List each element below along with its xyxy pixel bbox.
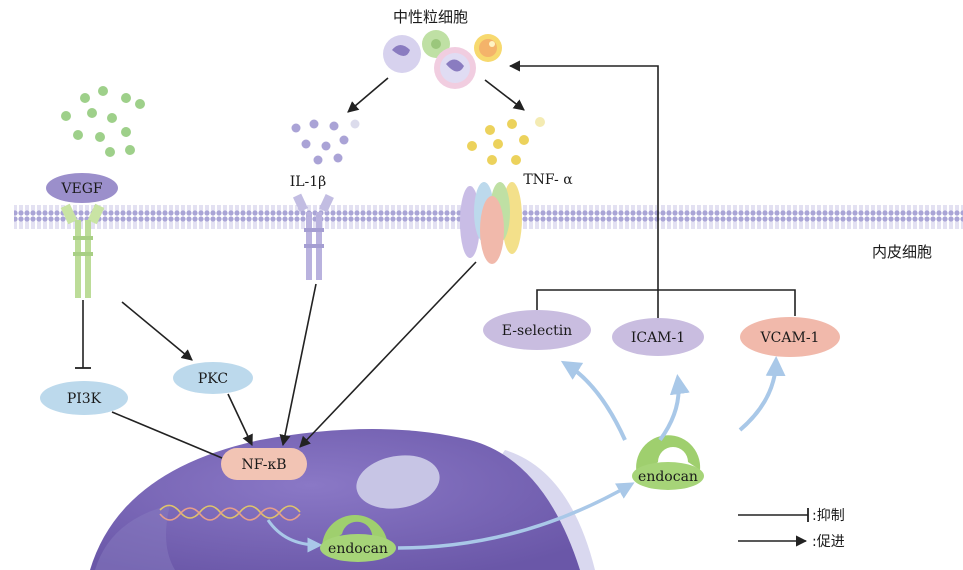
pi3k-node xyxy=(40,381,128,415)
arrow-tnfa-to-nfkb xyxy=(299,261,477,448)
icam1-label: ICAM-1 xyxy=(631,330,685,346)
il1b-receptor-icon xyxy=(292,193,334,280)
tnfa-molecules-icon xyxy=(467,117,545,165)
vcam1-node xyxy=(740,317,840,357)
legend-promote-label: :促进 xyxy=(812,534,845,550)
e-selectin-node xyxy=(483,310,591,350)
vegf-node xyxy=(46,173,118,203)
neutrophil-cells-icon xyxy=(383,30,502,89)
arrow-neutrophil-to-il1b xyxy=(347,77,389,113)
icam1-node xyxy=(612,318,704,356)
arrow-endocan-to-vcam1 xyxy=(738,356,786,432)
arrow-neutrophil-to-tnfa xyxy=(484,79,525,111)
legend-inhibit-label: :抑制 xyxy=(812,508,845,524)
endocan-nucleus-icon xyxy=(320,515,396,562)
endocan-cytoplasm-icon xyxy=(632,435,704,490)
nucleus xyxy=(90,429,595,570)
arrow-vegf-to-pkc xyxy=(121,301,193,361)
dna-strand-icon xyxy=(159,504,301,521)
vegf-receptor-icon xyxy=(60,203,105,298)
vegf-label: VEGF xyxy=(60,181,103,197)
line-pi3k-to-nfkb xyxy=(111,411,223,459)
vcam1-label: VCAM-1 xyxy=(760,330,820,346)
il1b-label: IL-1β xyxy=(290,174,327,190)
vegf-molecules-icon xyxy=(61,86,145,157)
nfkb-node xyxy=(221,448,307,480)
arrow-endocan-to-eselectin xyxy=(560,360,627,441)
arrow-il1b-to-nfkb xyxy=(279,283,317,447)
endocan-cytoplasm-label: endocan xyxy=(638,469,698,485)
arrow-icam1-to-neutrophil xyxy=(508,60,659,318)
pi3k-label: PI3K xyxy=(67,391,102,407)
tnfa-receptor-icon xyxy=(460,182,522,264)
arrow-endocan-export xyxy=(397,482,635,550)
arrow-endocan-to-icam1 xyxy=(658,374,690,442)
pkc-label: PKC xyxy=(198,371,228,387)
adhesion-bracket xyxy=(536,289,796,316)
legend: :抑制 :促进 xyxy=(738,508,845,550)
arrow-pkc-to-nfkb xyxy=(227,393,253,447)
nfkb-label: NF-κB xyxy=(241,457,286,473)
e-selectin-label: E-selectin xyxy=(502,323,572,339)
endothelial-cell-label: 内皮细胞 xyxy=(872,243,932,261)
tnfa-label: TNF- α xyxy=(523,172,573,188)
pkc-node xyxy=(173,362,253,394)
neutrophil-label: 中性粒细胞 xyxy=(393,8,468,26)
il1b-molecules-icon xyxy=(291,119,360,165)
endocan-nucleus-label: endocan xyxy=(328,541,388,557)
